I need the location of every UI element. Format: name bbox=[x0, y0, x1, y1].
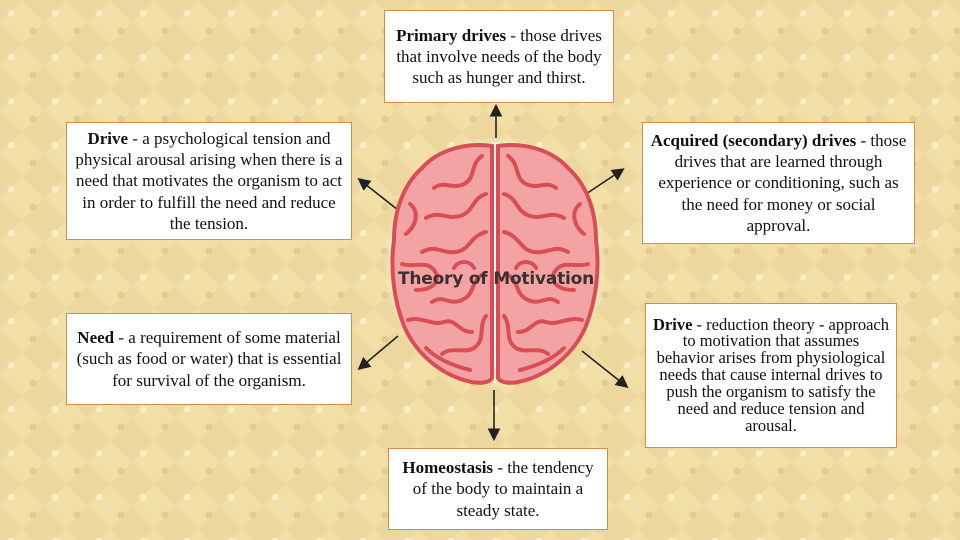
definition-primary-drives: - those drives that involve needs of the… bbox=[396, 25, 602, 88]
definition-drive-reduction: - reduction theory - approach to motivat… bbox=[656, 314, 889, 435]
definition-acquired-drives: - those drives that are learned through … bbox=[658, 130, 907, 235]
term-primary-drives: Primary drives bbox=[396, 25, 507, 45]
term-drive-reduction: Drive bbox=[653, 314, 693, 334]
box-acquired-drives: Acquired (secondary) drives - those driv… bbox=[642, 122, 915, 244]
definition-need: - a requirement of some material (such a… bbox=[76, 328, 342, 390]
box-primary-drives: Primary drives - those drives that invol… bbox=[384, 10, 614, 103]
definition-drive: - a psychological tension and physical a… bbox=[75, 128, 343, 233]
box-drive: Drive - a psychological tension and phys… bbox=[66, 122, 352, 240]
term-acquired-drives: Acquired (secondary) drives bbox=[650, 130, 857, 150]
box-drive-reduction-theory: Drive - reduction theory - approach to m… bbox=[645, 303, 897, 448]
term-homeostasis: Homeostasis bbox=[402, 458, 494, 478]
brain-icon bbox=[390, 143, 600, 385]
diagram-title: Theory of Motivation bbox=[397, 269, 595, 289]
box-homeostasis: Homeostasis - the tendency of the body t… bbox=[388, 448, 608, 530]
definition-homeostasis: - the tendency of the body to maintain a… bbox=[412, 458, 594, 520]
term-drive: Drive bbox=[87, 128, 129, 148]
term-need: Need bbox=[77, 328, 115, 348]
box-need: Need - a requirement of some material (s… bbox=[66, 313, 352, 405]
